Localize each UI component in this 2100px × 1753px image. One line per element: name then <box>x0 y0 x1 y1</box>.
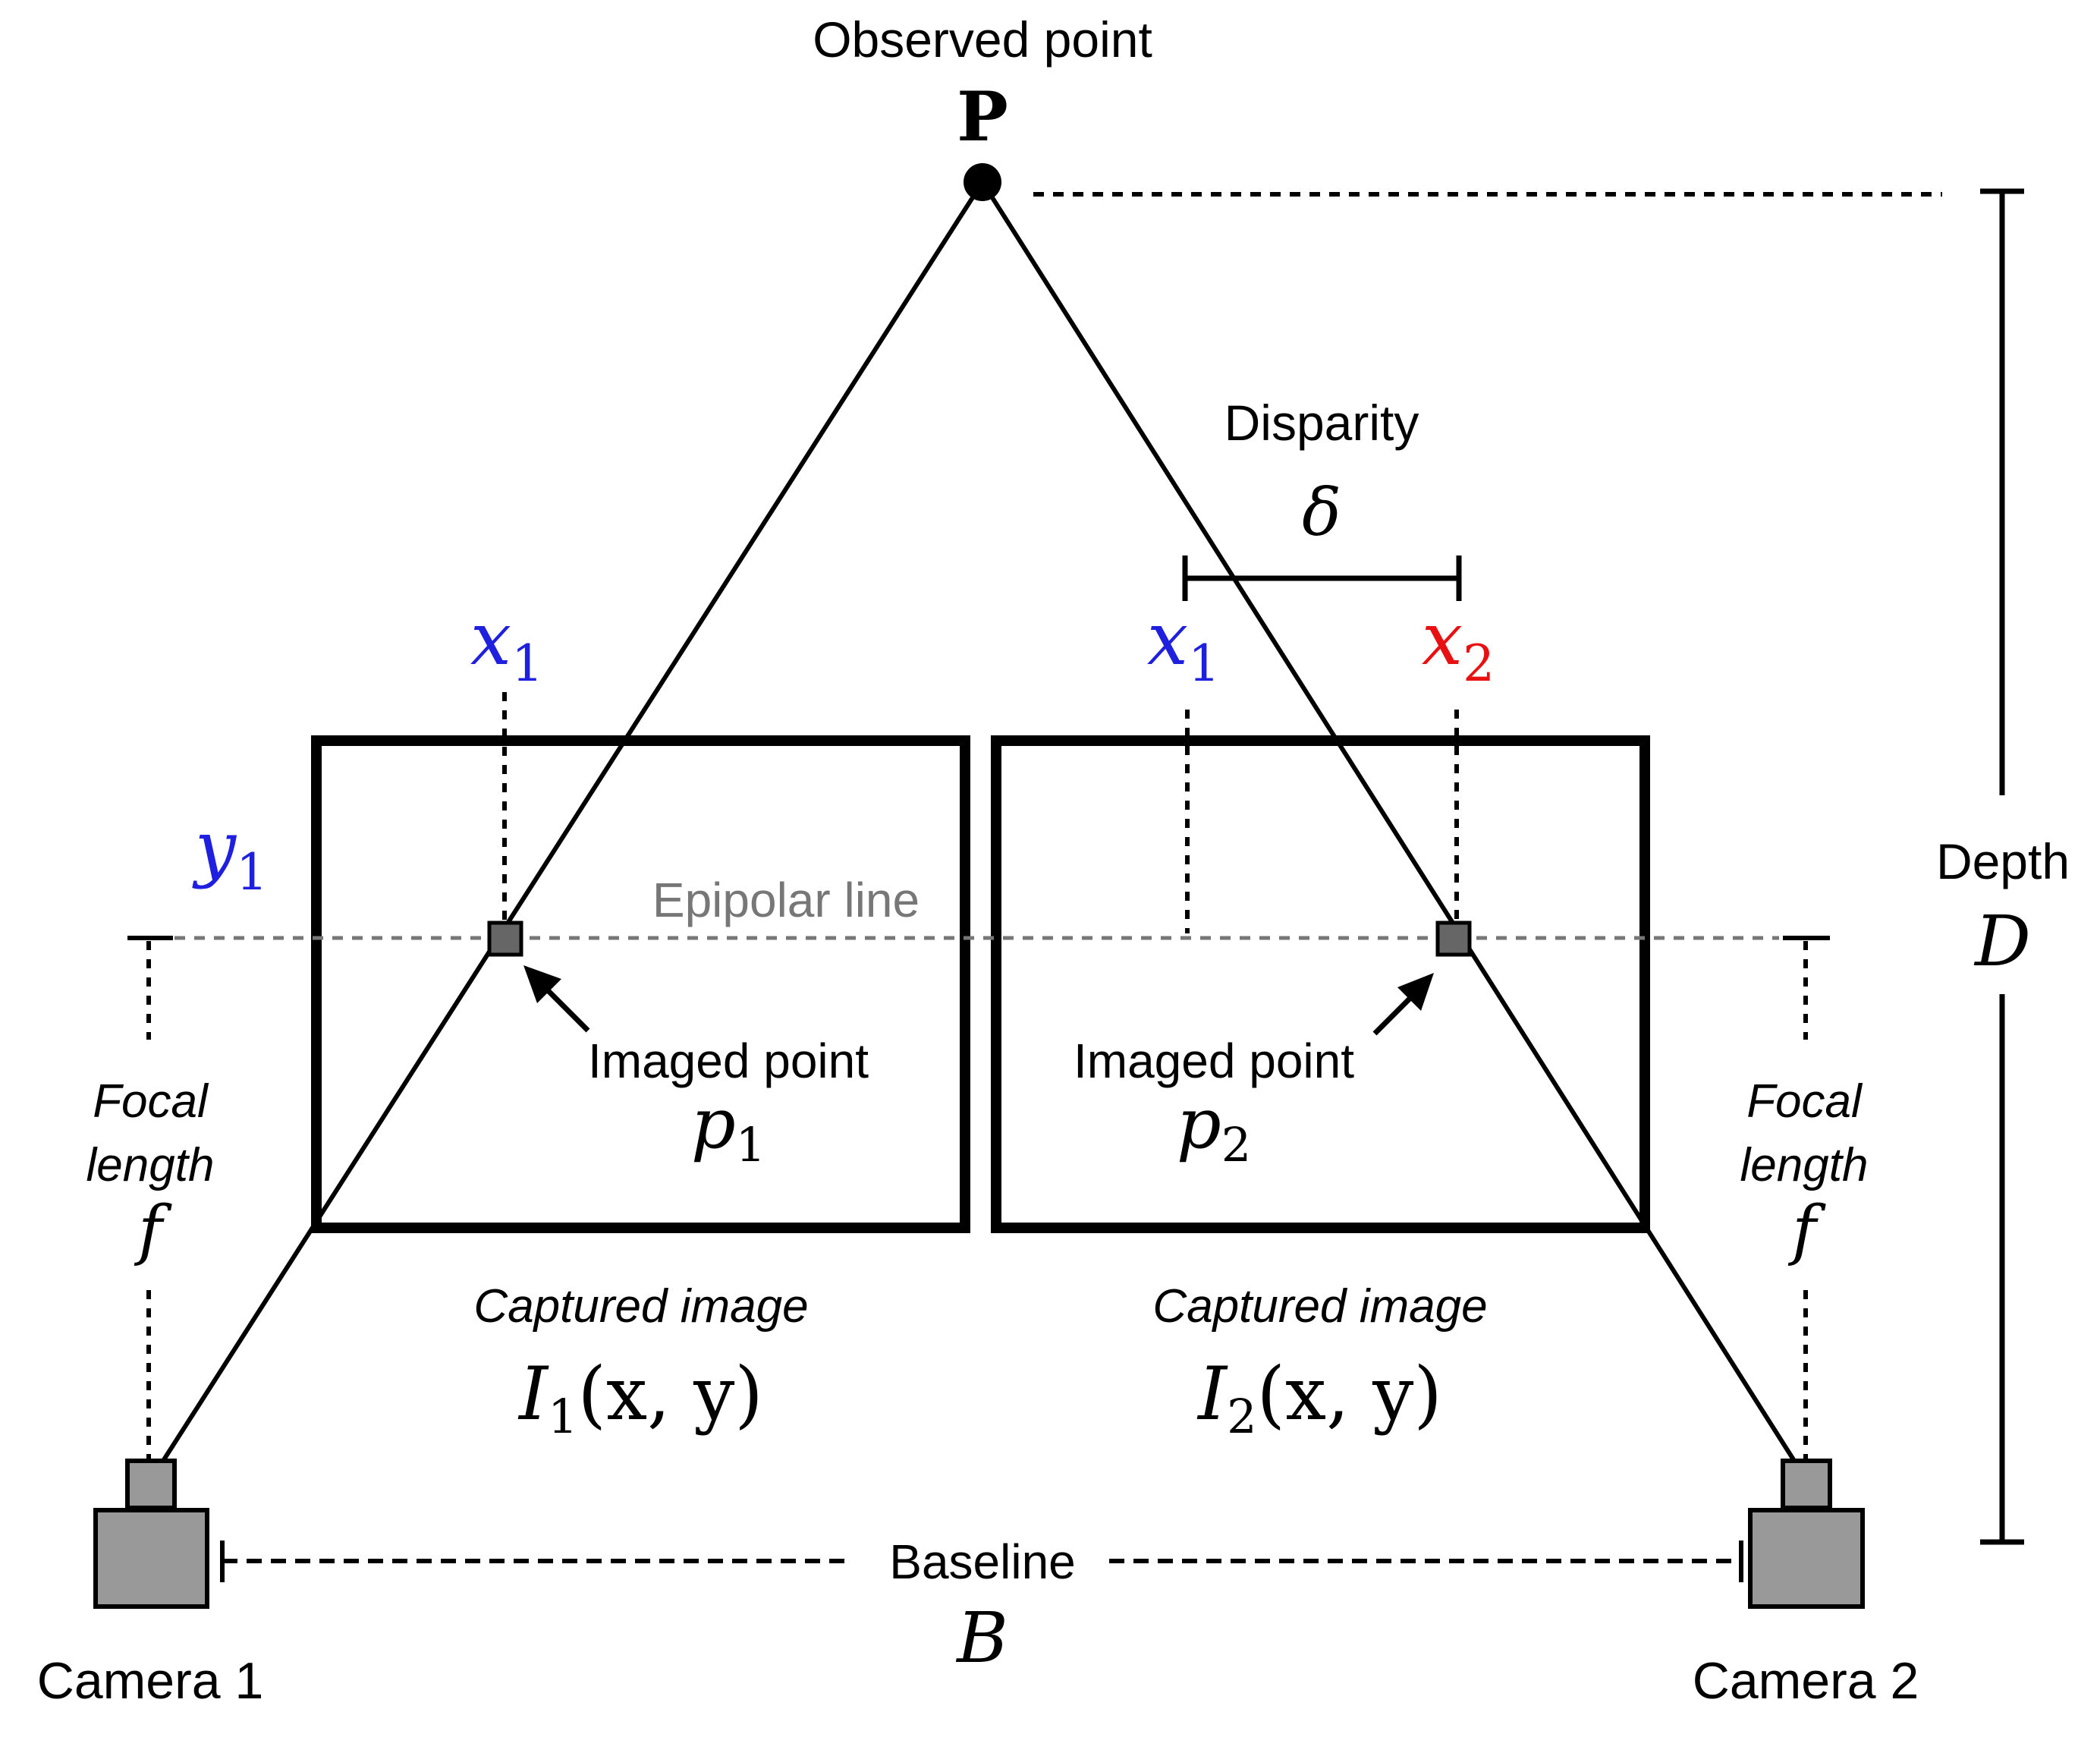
depth-bracket <box>1980 188 2024 1545</box>
depth-symbol: D <box>1973 901 2031 982</box>
y1-label: y1 <box>192 805 268 902</box>
captured-image-frame-2 <box>991 735 1650 1233</box>
baseline-symbol: B <box>955 1597 1008 1679</box>
x2-label: x2 <box>1422 596 1495 693</box>
camera-2-icon <box>1748 1459 1865 1609</box>
p2-label: p2 <box>1177 1083 1251 1172</box>
depth-label: Depth <box>1936 833 2070 889</box>
captured-image-2-formula: I2(x, y) <box>1196 1352 1442 1444</box>
baseline-label: Baseline <box>889 1534 1076 1589</box>
focal-length-2-symbol: f <box>1787 1192 1826 1268</box>
imaged-point-1-arrow <box>523 965 590 1033</box>
captured-image-1-label: Captured image <box>473 1280 808 1333</box>
x1-right-label: x1 <box>1147 596 1220 693</box>
imaged-point-2-label: Imaged point <box>1074 1034 1354 1088</box>
imaged-point-2-arrow <box>1372 973 1434 1036</box>
ray-to-camera-2 <box>980 181 1797 1462</box>
baseline-dimension <box>220 1541 1743 1582</box>
observed-point-marker <box>964 163 1001 201</box>
camera-1-label: Camera 1 <box>37 1652 264 1710</box>
camera-2-label: Camera 2 <box>1693 1652 1919 1710</box>
point-p-label: P <box>957 77 1008 157</box>
captured-image-2-label: Captured image <box>1152 1280 1487 1333</box>
imaged-point-2-marker <box>1435 921 1472 957</box>
captured-image-frame-1 <box>311 735 970 1233</box>
x-projection-lines <box>502 692 1459 933</box>
disparity-bracket <box>1182 555 1462 601</box>
observed-point-label: Observed point <box>813 11 1152 68</box>
disparity-label: Disparity <box>1224 395 1419 451</box>
x1-left-label: x1 <box>470 596 543 693</box>
focal-length-2-line1: Focal <box>1746 1075 1863 1128</box>
focal-length-1-line2: length <box>86 1139 215 1191</box>
camera-1-icon <box>93 1459 209 1609</box>
focal-length-marker-2 <box>1783 936 1830 1461</box>
focal-length-2-line2: length <box>1740 1139 1869 1191</box>
p1-label: p1 <box>691 1083 765 1172</box>
focal-length-marker-1 <box>127 936 173 1461</box>
ray-to-camera-1 <box>161 181 985 1462</box>
epipolar-line-label: Epipolar line <box>652 873 920 927</box>
focal-length-1-line1: Focal <box>93 1075 209 1128</box>
imaged-point-1-label: Imaged point <box>588 1034 869 1088</box>
disparity-symbol: δ <box>1302 475 1341 551</box>
imaged-point-1-marker <box>487 921 523 957</box>
captured-image-1-formula: I1(x, y) <box>517 1352 763 1444</box>
focal-length-1-symbol: f <box>134 1192 172 1268</box>
